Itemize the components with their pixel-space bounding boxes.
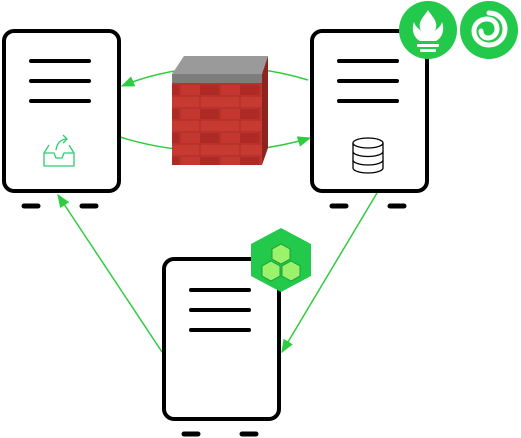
firewall-top-cap [172,56,268,74]
server-right-body [310,29,429,193]
firewall-front [172,83,262,165]
outbox-upload-icon [43,134,75,167]
server-bottom-body [162,257,281,421]
brick-wall-icon [172,56,268,165]
hexagon-cluster-icon [251,228,311,292]
database-icon [352,137,384,174]
prometheus-icon [399,1,457,59]
server-bottom [162,257,281,437]
server-left [2,29,121,209]
firewall-cap-front [172,74,262,83]
server-right [310,29,429,209]
grafana-icon [460,1,518,59]
edge-bottom-to-left [57,193,163,353]
edge-right-to-bottom [281,192,378,354]
firewall-side [262,56,268,165]
server-left-body [2,29,121,193]
